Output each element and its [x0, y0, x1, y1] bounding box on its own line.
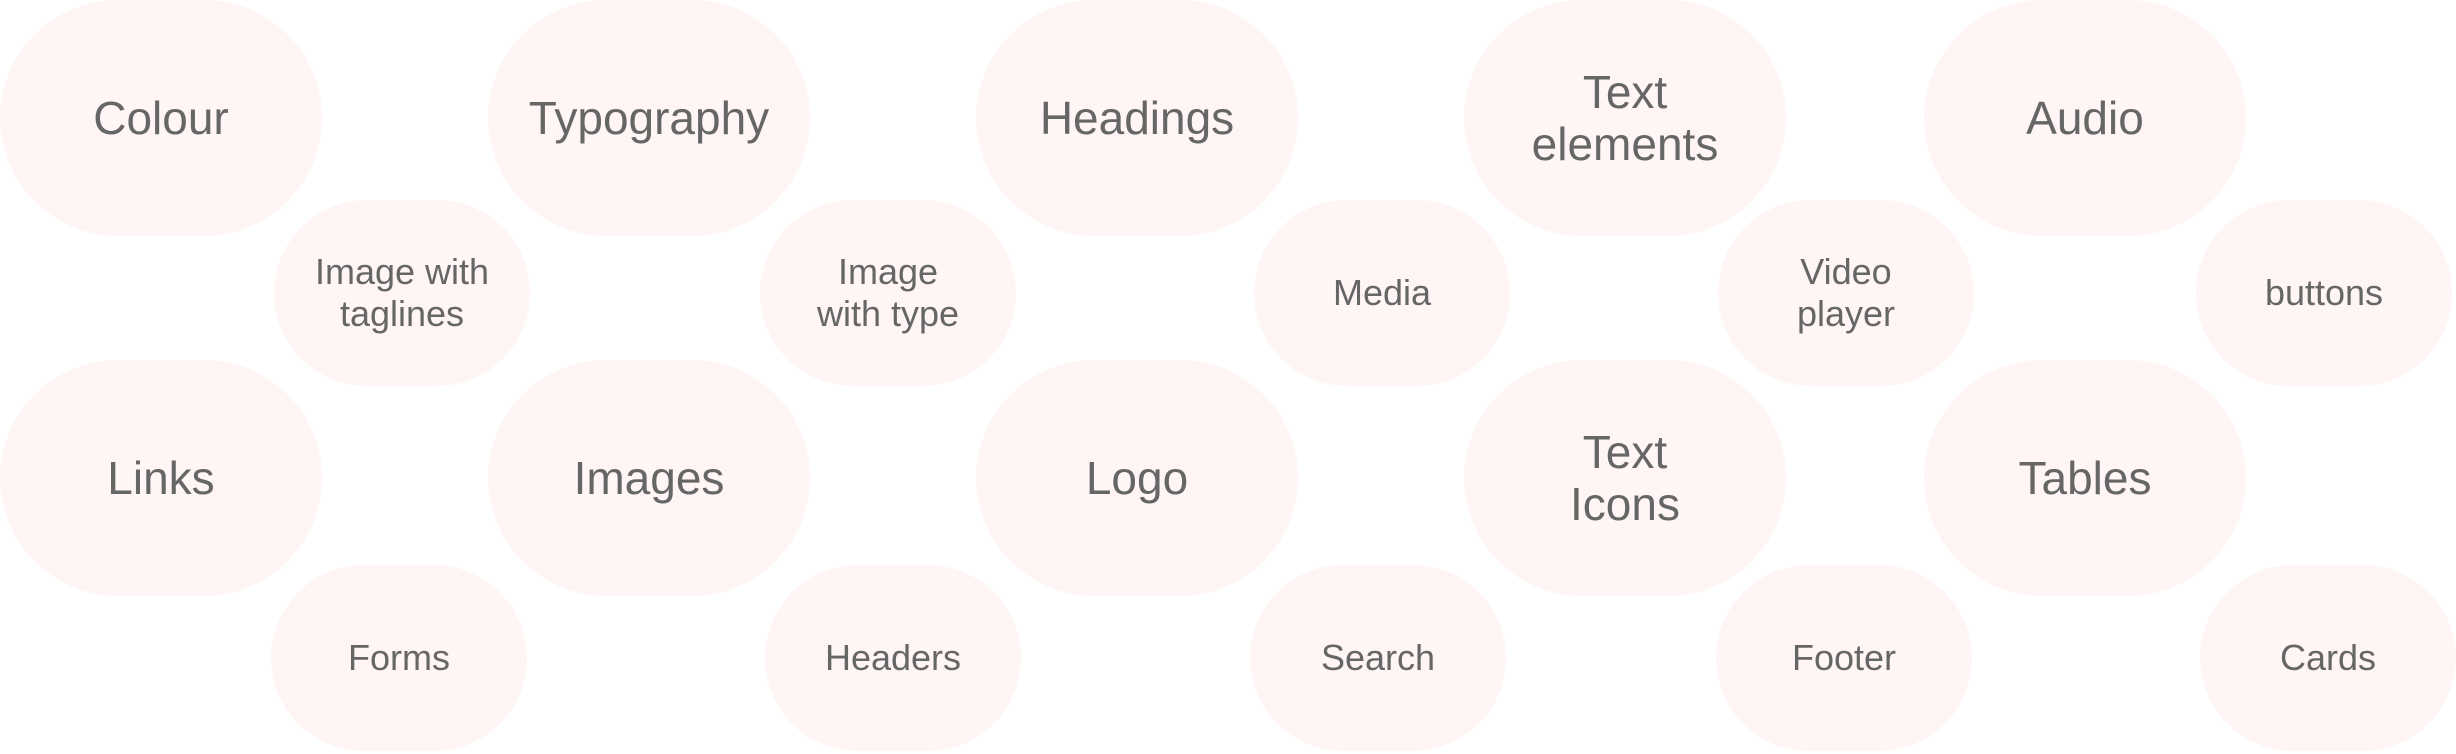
topic-audio[interactable]: Audio [1924, 0, 2246, 236]
topic-label: Audio [2026, 92, 2144, 144]
topic-media[interactable]: Media [1254, 200, 1510, 386]
topic-headings[interactable]: Headings [976, 0, 1298, 236]
topic-typography[interactable]: Typography [488, 0, 810, 236]
topic-text-elements[interactable]: Text elements [1464, 0, 1786, 236]
topic-logo[interactable]: Logo [976, 360, 1298, 596]
topic-images[interactable]: Images [488, 360, 810, 596]
topic-label: Cards [2279, 637, 2377, 678]
topic-label: Media [1332, 272, 1432, 313]
topic-text-icons[interactable]: Text Icons [1464, 360, 1786, 596]
topic-cards[interactable]: Cards [2200, 565, 2456, 751]
topic-footer[interactable]: Footer [1716, 565, 1972, 751]
topic-label: Text elements [1531, 66, 1719, 170]
topic-label: Image with type [816, 251, 960, 334]
topic-label: Text Icons [1570, 426, 1680, 530]
topic-label: Headers [824, 637, 962, 678]
topic-image-with-type[interactable]: Image with type [760, 200, 1016, 386]
topic-label: Links [107, 452, 215, 504]
topic-image-with-taglines[interactable]: Image with taglines [274, 200, 530, 386]
topic-links[interactable]: Links [0, 360, 322, 596]
topic-headers[interactable]: Headers [765, 565, 1021, 751]
topic-label: Typography [528, 92, 770, 144]
topic-label: Search [1320, 637, 1436, 678]
topic-label: Logo [1085, 452, 1189, 504]
topic-label: Images [573, 452, 725, 504]
topic-colour[interactable]: Colour [0, 0, 322, 236]
topic-forms[interactable]: Forms [271, 565, 527, 751]
topic-search[interactable]: Search [1250, 565, 1506, 751]
topic-label: Colour [93, 92, 229, 144]
topic-video-player[interactable]: Video player [1718, 200, 1974, 386]
topic-label: Forms [348, 637, 450, 678]
topic-label: Image with taglines [314, 251, 490, 334]
topic-label: Footer [1791, 637, 1897, 678]
topic-label: Headings [1039, 92, 1235, 144]
topic-label: Tables [2018, 452, 2152, 504]
topic-buttons[interactable]: buttons [2196, 200, 2452, 386]
topic-label: buttons [2264, 272, 2384, 313]
topic-label: Video player [1796, 251, 1896, 334]
topic-tables[interactable]: Tables [1924, 360, 2246, 596]
